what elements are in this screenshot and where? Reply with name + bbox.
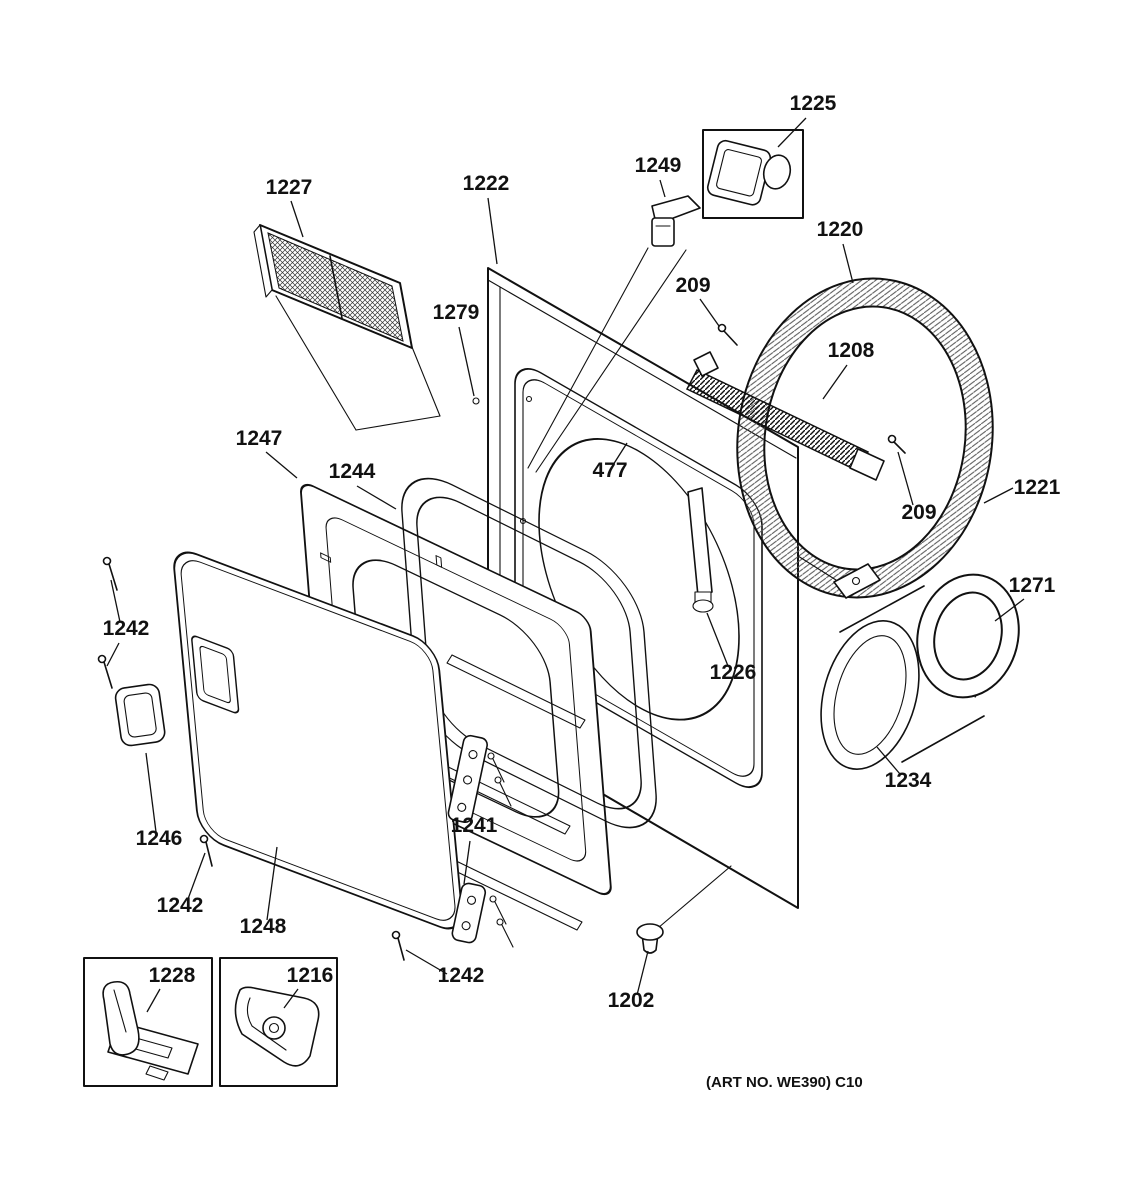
felt-ring-1271 [916, 573, 1020, 699]
door-gasket [401, 477, 657, 829]
part-labels: 1227 1222 1249 1225 1220 209 1208 1279 477 1247 12… [103, 92, 1061, 1012]
leader-line [994, 598, 1025, 622]
filter-guide-lines [275, 295, 441, 431]
door-hinge-upper [447, 734, 488, 824]
inset-box-1216 [219, 957, 338, 1087]
catch-hook [102, 980, 140, 1056]
leader-line [659, 179, 666, 198]
inset-box-1228 [83, 957, 213, 1087]
switch-pointer-lines [527, 247, 687, 473]
part-label-1242: 1242 [438, 964, 485, 987]
panel-recess [514, 368, 763, 788]
part-label-1216: 1216 [287, 964, 334, 987]
part-label-1208: 1208 [828, 339, 875, 362]
door-switch-box [702, 129, 804, 219]
door-handle-recess [191, 635, 240, 714]
lint-filter [253, 224, 413, 349]
leader-lines [106, 117, 1025, 1013]
part-label-1271: 1271 [1009, 574, 1056, 597]
part-label-1242: 1242 [157, 894, 204, 917]
screw-1242 [199, 834, 209, 844]
screw-1242 [391, 930, 401, 940]
drum-glide [685, 351, 885, 481]
leader-line [983, 487, 1014, 504]
leader-line [897, 451, 914, 506]
part-label-1242: 1242 [103, 617, 150, 640]
part-label-1225: 1225 [790, 92, 837, 115]
part-label-1241: 1241 [451, 814, 498, 837]
leader-line [283, 988, 299, 1009]
part-label-1279: 1279 [433, 301, 480, 324]
part-label-1247: 1247 [236, 427, 283, 450]
leader-line [106, 642, 120, 667]
part-label-1234: 1234 [885, 769, 932, 792]
part-label-1226: 1226 [710, 661, 757, 684]
part-label-209: 209 [901, 501, 936, 524]
part-label-1220: 1220 [817, 218, 864, 241]
blower-bracket [833, 563, 881, 599]
leader-line [146, 988, 161, 1013]
leader-line [822, 364, 848, 400]
door-hinge-lower [451, 882, 487, 944]
screw-hole-1279 [472, 397, 480, 405]
part-label-209: 209 [675, 274, 710, 297]
leader-line [706, 612, 729, 667]
part-label-1202: 1202 [608, 989, 655, 1012]
part-label-1228: 1228 [149, 964, 196, 987]
leader-line [777, 117, 807, 148]
panel-hole [525, 395, 533, 403]
screws [97, 323, 906, 961]
screw-209-b [887, 434, 897, 444]
part-label-1222: 1222 [463, 172, 510, 195]
leader-line [612, 442, 628, 466]
part-label-1248: 1248 [240, 915, 287, 938]
leader-line [266, 846, 278, 921]
part-label-1244: 1244 [329, 460, 376, 483]
support-bracket-1226 [687, 487, 714, 613]
drum-opening-477 [538, 438, 740, 721]
leader-line [405, 949, 448, 975]
door-panel [173, 551, 463, 930]
switch-lever [651, 195, 701, 247]
leader-line [145, 752, 157, 833]
leader-line [187, 852, 206, 900]
leader-line [265, 451, 298, 479]
leader-line [487, 197, 498, 265]
part-label-1221: 1221 [1014, 476, 1061, 499]
leader-line [876, 746, 901, 775]
part-label-1246: 1246 [136, 827, 183, 850]
leader-line [458, 326, 475, 397]
leader-line [463, 840, 471, 885]
leader-line [290, 200, 304, 238]
leader-line [699, 298, 720, 327]
plug-button [636, 865, 732, 954]
part-label-1227: 1227 [266, 176, 313, 199]
leader-line [636, 950, 649, 996]
art-number: (ART NO. WE390) C10 [706, 1074, 863, 1091]
part-label-477: 477 [592, 459, 627, 482]
part-label-1249: 1249 [635, 154, 682, 177]
leader-line [110, 579, 121, 623]
leader-line [356, 485, 397, 510]
leader-line [842, 243, 854, 284]
screw-209-a [717, 323, 727, 333]
screw-1242 [97, 654, 107, 664]
screw-1242 [102, 556, 112, 566]
door-handle [114, 683, 166, 747]
